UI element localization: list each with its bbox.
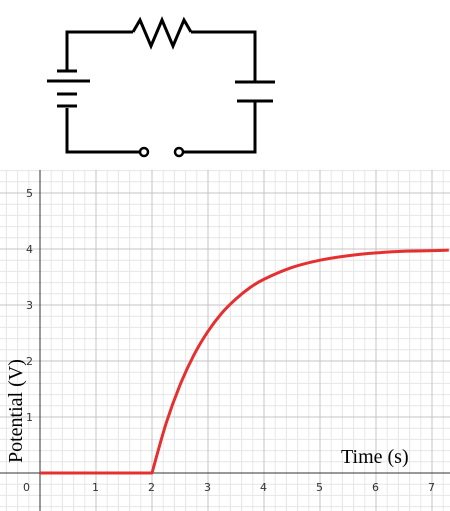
major-grid — [0, 170, 450, 511]
x-axis-title: Time (s) — [341, 446, 409, 468]
x-tick-label: 2 — [148, 481, 155, 494]
y-tick-label: 2 — [26, 355, 33, 368]
x-tick-label: 0 — [23, 481, 30, 494]
y-axis-title: Potential (V) — [5, 359, 27, 463]
switch-terminal-left — [138, 146, 150, 158]
right-wire — [183, 101, 257, 154]
x-tick-label: 6 — [372, 481, 379, 494]
resistor — [131, 16, 193, 50]
bottom-wire-left — [65, 108, 140, 154]
rc-circuit-diagram — [47, 16, 275, 158]
x-tick-label: 3 — [204, 481, 211, 494]
potential-time-chart: 0 1 2 3 4 5 6 7 1 2 3 4 5 Time (s) Potential (V) — [0, 170, 450, 511]
potential-curve — [40, 248, 449, 475]
x-tick-label: 1 — [92, 481, 99, 494]
tick-labels: 0 1 2 3 4 5 6 7 1 2 3 4 5 — [23, 187, 435, 494]
y-tick-label: 4 — [26, 243, 33, 256]
y-tick-label: 5 — [26, 187, 33, 200]
switch-terminal-right — [173, 146, 185, 158]
x-tick-label: 7 — [428, 481, 435, 494]
x-tick-label: 5 — [316, 481, 323, 494]
x-tick-label: 4 — [260, 481, 267, 494]
top-wire-left — [65, 30, 133, 70]
y-tick-label: 1 — [26, 411, 33, 424]
y-tick-label: 3 — [26, 299, 33, 312]
top-wire-right — [191, 30, 257, 82]
